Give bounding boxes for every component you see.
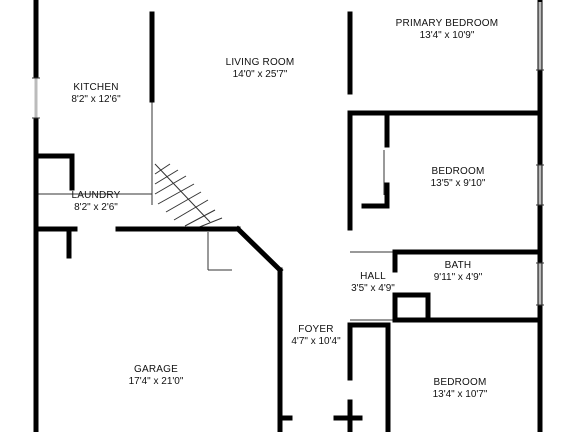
room-label-foyer: FOYER: [298, 324, 333, 335]
room-dims-garage: 17'4" x 21'0": [129, 376, 184, 387]
room-label-bedroom-lower: BEDROOM: [433, 377, 486, 388]
room-label-laundry: LAUNDRY: [71, 190, 120, 201]
room-dims-bath: 9'11" x 4'9": [434, 272, 483, 283]
room-dims-kitchen: 8'2" x 12'6": [71, 94, 121, 105]
room-dims-foyer: 4'7" x 10'4": [291, 336, 341, 347]
room-label-bedroom-middle: BEDROOM: [431, 166, 484, 177]
room-label-hall: HALL: [360, 271, 386, 282]
room-label-bath: BATH: [445, 260, 472, 271]
windows: [34, 2, 542, 305]
window-frames: [32, 69, 544, 306]
walls: [33, 0, 543, 432]
stairs: [154, 163, 223, 229]
room-label-kitchen: KITCHEN: [73, 82, 118, 93]
room-labels: KITCHEN 8'2" x 12'6" LAUNDRY 8'2" x 2'6"…: [71, 18, 498, 400]
room-dims-bedroom-middle: 13'5" x 9'10": [431, 178, 486, 189]
room-dims-primary-bedroom: 13'4" x 10'9": [420, 30, 475, 41]
room-label-primary-bedroom: PRIMARY BEDROOM: [396, 18, 499, 29]
room-dims-laundry: 8'2" x 2'6": [74, 202, 118, 213]
room-label-garage: GARAGE: [134, 364, 178, 375]
room-label-living-room: LIVING ROOM: [226, 57, 295, 68]
room-dims-living-room: 14'0" x 25'7": [233, 69, 288, 80]
room-dims-bedroom-lower: 13'4" x 10'7": [433, 389, 488, 400]
room-dims-hall: 3'5" x 4'9": [351, 283, 395, 294]
